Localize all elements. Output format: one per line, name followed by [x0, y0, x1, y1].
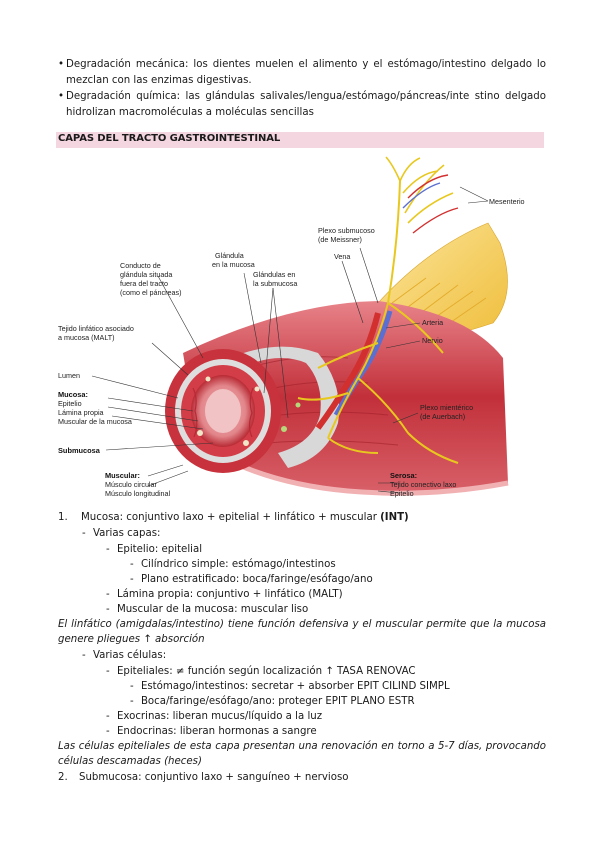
label-plexo-mienterico: Plexo mientérico	[420, 403, 473, 412]
label-glandulas-sub: Glándulas en	[253, 270, 295, 279]
outline-marker: 1.	[58, 512, 68, 523]
label-vena: Vena	[334, 252, 350, 261]
italic-note: El linfático (amigdalas/intestino) tiene…	[58, 619, 546, 645]
nerve-branches	[297, 180, 459, 464]
label-conducto-4: (como el páncreas)	[120, 288, 182, 297]
label-tejido-linfatico-2: a mucosa (MALT)	[58, 333, 115, 342]
bullet-item: • Degradación mecánica: los dientes muel…	[58, 57, 546, 89]
bullet-dot: •	[58, 59, 65, 70]
outline-text: Varias células:	[92, 650, 167, 661]
dash-marker: -	[106, 711, 110, 722]
gi-layers-illustration: Mesenterio Plexo submucoso (de Meissner)…	[58, 156, 525, 498]
dash-marker: -	[82, 650, 86, 661]
outline-text: Varias capas:	[92, 528, 161, 539]
outline-text: Cilíndrico simple: estómago/intestinos	[140, 559, 336, 570]
dash-marker: -	[130, 696, 134, 707]
vein-vessel	[333, 310, 393, 417]
label-musculo-circular: Músculo circular	[105, 480, 158, 489]
label-conducto-2: glándula situada	[120, 270, 172, 279]
label-arteria: Arteria	[422, 318, 443, 327]
submucosa-band	[230, 346, 340, 468]
outline-subitem: - Epitelio: epitelial	[106, 542, 202, 557]
outline-text: Mucosa: conjuntivo laxo + epitelial + li…	[80, 512, 381, 523]
dash-marker: -	[106, 666, 110, 677]
leader-lines	[91, 186, 489, 494]
bullet-text: Degradación mecánica: los dientes muelen…	[66, 59, 546, 86]
outline-subitem: - Exocrinas: liberan mucus/líquido a la …	[106, 709, 322, 724]
outline-subitem: - Plano estratificado: boca/faringe/esóf…	[130, 572, 373, 587]
label-nervio: Nervio	[422, 336, 443, 345]
outline-subitem: - Endocrinas: liberan hormonas a sangre	[106, 724, 317, 739]
outline-subitem: - Estómago/intestinos: secretar + absorb…	[130, 679, 450, 694]
outline-subitem: - Muscular de la mucosa: muscular liso	[106, 602, 308, 617]
outline-text: Lámina propia: conjuntivo + linfático (M…	[116, 589, 343, 600]
label-lumen: Lumen	[58, 371, 80, 380]
section-highlight	[56, 132, 544, 148]
outline-subitem: - Boca/faringe/esófago/ano: proteger EPI…	[130, 694, 415, 709]
label-serosa: Serosa:	[390, 471, 417, 480]
outline-text: Estómago/intestinos: secretar + absorber…	[140, 681, 450, 692]
outline-subitem: - Cilíndrico simple: estómago/intestinos	[130, 557, 336, 572]
label-plexo-mienterico-2: (de Auerbach)	[420, 412, 465, 421]
dash-marker: -	[106, 726, 110, 737]
label-epitelio-serosa: Epitelio	[390, 489, 414, 498]
label-glandulas-sub-2: la submucosa	[253, 279, 297, 288]
label-musculo-longitudinal: Músculo longitudinal	[105, 489, 171, 498]
dash-marker: -	[82, 528, 86, 539]
outline-text: Epitelio: epitelial	[116, 544, 203, 555]
dash-marker: -	[106, 544, 110, 555]
outline-text: Boca/faringe/esófago/ano: proteger EPIT …	[140, 696, 415, 707]
artery-vessel	[315, 312, 381, 430]
dash-marker: -	[106, 589, 110, 600]
label-mesenterio: Mesenterio	[489, 197, 525, 206]
outline-text: Endocrinas: liberan hormonas a sangre	[116, 726, 317, 737]
outline-subitem: - Varias capas:	[82, 526, 160, 541]
section-title: CAPAS DEL TRACTO GASTROINTESTINAL	[58, 133, 281, 144]
label-submucosa: Submucosa	[58, 446, 101, 455]
label-glandula: Glándula	[215, 251, 244, 260]
dash-marker: -	[130, 574, 134, 585]
outline-item-2: 2. Submucosa: conjuntivo laxo + sanguíne…	[58, 770, 348, 785]
label-tejido-linfatico: Tejido linfático asociado	[58, 324, 134, 333]
outline-bold: (INT)	[380, 512, 409, 523]
label-plexo-submucoso: Plexo submucoso	[318, 226, 375, 235]
label-muscular: Muscular:	[105, 471, 140, 480]
dash-marker: -	[130, 559, 134, 570]
label-lamina: Lámina propia	[58, 408, 104, 417]
outline-text: Submucosa: conjuntivo laxo + sanguíneo +…	[78, 772, 349, 783]
outline-text: Exocrinas: liberan mucus/líquido a la lu…	[116, 711, 323, 722]
outline-text: Epiteliales: ≠ función según localizació…	[116, 666, 416, 677]
bullet-item: • Degradación química: las glándulas sal…	[58, 89, 546, 121]
label-tejido-conectivo: Tejido conectivo laxo	[390, 480, 456, 489]
dash-marker: -	[106, 604, 110, 615]
outline-text: Muscular de la mucosa: muscular liso	[116, 604, 309, 615]
outline-text: Plano estratificado: boca/faringe/esófag…	[140, 574, 373, 585]
bullet-dot: •	[58, 91, 65, 102]
label-glandula-2: en la mucosa	[212, 260, 255, 269]
label-conducto: Conducto de	[120, 261, 161, 270]
outline-item-1: 1. Mucosa: conjuntivo laxo + epitelial +…	[58, 510, 409, 525]
label-plexo-submucoso-2: (de Meissner)	[318, 235, 362, 244]
label-epitelio: Epitelio	[58, 399, 82, 408]
label-conducto-3: fuera del tracto	[120, 279, 168, 288]
outline-subitem: - Varias células:	[82, 648, 166, 663]
outline-subitem: - Lámina propia: conjuntivo + linfático …	[106, 587, 343, 602]
italic-note: Las células epiteliales de esta capa pre…	[58, 741, 546, 767]
dash-marker: -	[130, 681, 134, 692]
label-mucosa: Mucosa:	[58, 390, 88, 399]
label-muscular-mucosa: Muscular de la mucosa	[58, 417, 132, 426]
outline-marker: 2.	[58, 772, 68, 783]
bullet-text: Degradación química: las glándulas saliv…	[66, 91, 546, 118]
outline-subitem: - Epiteliales: ≠ función según localizac…	[106, 664, 416, 679]
